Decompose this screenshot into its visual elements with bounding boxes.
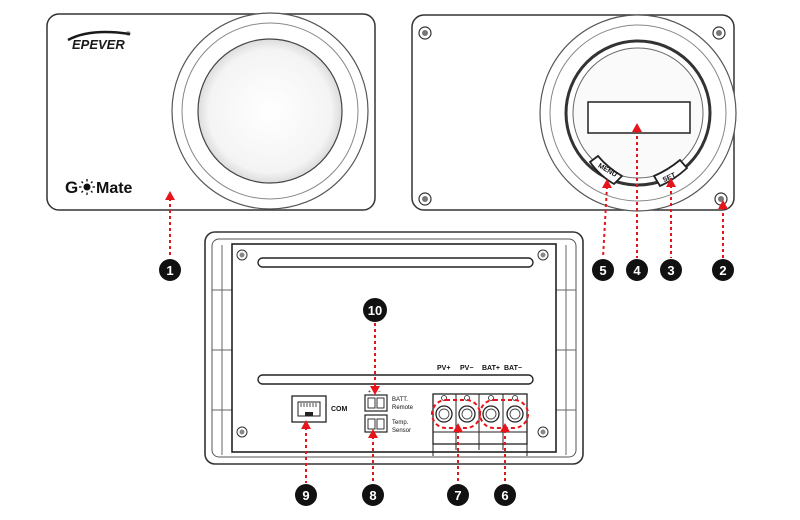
gmate-logo: G Mate bbox=[65, 178, 133, 197]
terminal-screw-icon bbox=[482, 405, 500, 423]
screw-icon bbox=[537, 426, 549, 438]
terminal-screw-icon bbox=[506, 405, 524, 423]
callout-badge-1: 1 bbox=[159, 259, 181, 281]
callout-number: 8 bbox=[369, 488, 376, 503]
vent-slot-top bbox=[257, 257, 534, 268]
screw-icon bbox=[236, 249, 248, 261]
bottom-frame-lip bbox=[211, 238, 577, 458]
callout-badge-2: 2 bbox=[712, 259, 734, 281]
front-view: EPEVER ® G Mate bbox=[46, 12, 376, 211]
pv-plus-label: PV+ bbox=[437, 365, 450, 372]
callout-badge-5: 5 bbox=[592, 259, 614, 281]
side-ribs bbox=[212, 245, 576, 455]
screw-icon bbox=[714, 192, 728, 206]
callout-badge-6: 6 bbox=[494, 484, 516, 506]
bottom-view: COM + − BATT. Remote Temp. Sensor PV+ PV… bbox=[204, 231, 584, 465]
gmate-text-mate: Mate bbox=[96, 180, 133, 197]
registered-mark: ® bbox=[126, 31, 131, 38]
front-lens-inner bbox=[197, 38, 343, 184]
batt-remote-connector: + − bbox=[364, 389, 388, 412]
back-bezel-ring bbox=[549, 24, 727, 202]
screw-icon bbox=[418, 192, 432, 206]
arrow-down-icon bbox=[370, 386, 380, 395]
leader-lines bbox=[169, 130, 724, 483]
brand-text: EPEVER bbox=[72, 37, 125, 52]
callout-number: 2 bbox=[719, 263, 726, 278]
callout-number: 7 bbox=[454, 488, 461, 503]
callout-badge-9: 9 bbox=[295, 484, 317, 506]
batt-remote-label-2: Remote bbox=[392, 405, 414, 411]
epever-logo: EPEVER ® bbox=[67, 30, 131, 52]
screw-icon bbox=[236, 426, 248, 438]
callout-badge-10: 10 bbox=[363, 298, 387, 322]
callout-number: 6 bbox=[501, 488, 508, 503]
arrow-up-icon bbox=[500, 423, 510, 432]
callout-badge-7: 7 bbox=[447, 484, 469, 506]
com-label: COM bbox=[331, 406, 348, 413]
arrow-up-icon bbox=[368, 429, 378, 438]
back-view: MENU SET bbox=[411, 14, 737, 212]
callout-badge-4: 4 bbox=[626, 259, 648, 281]
arrow-up-icon bbox=[453, 423, 463, 432]
front-lens-ring bbox=[181, 22, 359, 200]
bat-minus-label: BAT− bbox=[504, 365, 522, 372]
leader-arrowheads bbox=[165, 123, 728, 438]
callout-number: 4 bbox=[633, 263, 641, 278]
terminal-screw-icon bbox=[458, 405, 476, 423]
gmate-text-g: G bbox=[65, 178, 78, 197]
callout-badge-3: 3 bbox=[660, 259, 682, 281]
svg-text:−: − bbox=[378, 389, 381, 395]
temp-sensor-connector bbox=[364, 414, 388, 433]
terminal-screw-icon bbox=[435, 405, 453, 423]
bat-plus-label: BAT+ bbox=[482, 365, 500, 372]
callout-number: 5 bbox=[599, 263, 606, 278]
arrow-up-icon bbox=[666, 178, 676, 187]
vent-slot-bottom bbox=[257, 374, 534, 385]
leader-line-5 bbox=[602, 185, 608, 259]
batt-remote-label-1: BATT. bbox=[392, 397, 408, 403]
svg-text:+: + bbox=[368, 389, 371, 395]
sun-icon bbox=[79, 179, 95, 195]
callout-number: 1 bbox=[166, 263, 173, 278]
logo-swoosh bbox=[67, 30, 131, 42]
callout-number: 10 bbox=[368, 303, 382, 318]
temp-sensor-label-2: Sensor bbox=[392, 428, 411, 434]
arrow-up-icon bbox=[632, 123, 642, 132]
callout-badges: 1 2 3 4 5 6 7 8 bbox=[159, 259, 734, 506]
callout-badge-8: 8 bbox=[362, 484, 384, 506]
temp-sensor-label-1: Temp. bbox=[392, 420, 409, 426]
screw-icon bbox=[537, 249, 549, 261]
screw-icon bbox=[712, 26, 726, 40]
pv-minus-label: PV− bbox=[460, 365, 473, 372]
callout-number: 9 bbox=[302, 488, 309, 503]
com-port bbox=[291, 395, 327, 423]
screw-icon bbox=[418, 26, 432, 40]
callout-number: 3 bbox=[667, 263, 674, 278]
arrow-up-icon bbox=[301, 420, 311, 429]
arrow-up-icon bbox=[718, 200, 728, 209]
terminal-block bbox=[432, 393, 528, 456]
arrow-up-icon bbox=[165, 191, 175, 200]
arrow-up-icon bbox=[602, 179, 612, 188]
